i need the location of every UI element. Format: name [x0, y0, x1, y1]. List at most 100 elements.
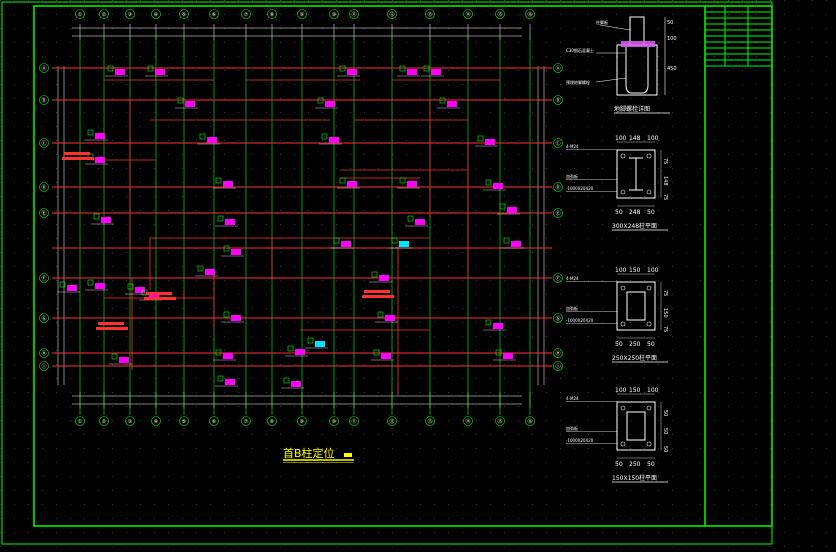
axis-bubble-label: ⑬ — [427, 418, 432, 425]
axis-bubble: ⑤ — [179, 416, 189, 426]
callout-text: -1000X20X20 — [566, 318, 594, 323]
bolt-hole — [646, 189, 652, 195]
axis-bubble-circle — [387, 416, 397, 426]
dim-text-top: 148 — [629, 135, 641, 142]
axis-bubble-circle — [495, 416, 505, 426]
dim-text-top: 100 — [615, 135, 627, 142]
axis-bubble: Ⓘ — [553, 361, 563, 371]
axis-bubble-circle — [125, 9, 135, 19]
note-mark — [146, 292, 172, 295]
column-section — [177, 97, 184, 104]
grid-axes-horizontal — [52, 67, 552, 367]
column-section — [217, 215, 224, 222]
column-box — [626, 411, 646, 441]
column-tag — [347, 181, 357, 187]
axis-bubble-circle — [39, 138, 49, 148]
axis-bubble: ① — [75, 9, 85, 19]
axis-bubble-circle — [553, 313, 563, 323]
axis-bubble-label: ⑭ — [465, 11, 470, 18]
axis-bubble-label: ⑭ — [465, 418, 470, 425]
axis-bubble: Ⓑ — [39, 95, 49, 105]
axis-bubble: Ⓘ — [39, 361, 49, 371]
axis-bubble: ⑮ — [495, 416, 505, 426]
column-section — [373, 349, 380, 356]
axis-bubble-label: Ⓑ — [41, 97, 46, 104]
dim-text-bottom: 248 — [629, 209, 641, 216]
column-tag — [415, 219, 425, 225]
axis-bubble-label: Ⓖ — [41, 315, 46, 322]
dim-text-bottom: 250 — [629, 341, 641, 348]
plan-title: 首B柱定位 — [283, 446, 335, 460]
axis-bubble-circle — [39, 63, 49, 73]
column-section — [215, 349, 222, 356]
dim-text-side: 50 — [662, 428, 668, 434]
column-marker — [369, 271, 392, 283]
axis-bubble-circle — [39, 273, 49, 283]
axis-bubble: ⑪ — [349, 9, 359, 19]
column-marker — [213, 349, 236, 361]
axis-bubble: Ⓕ — [39, 273, 49, 283]
axis-bubble-circle — [39, 348, 49, 358]
detail1-title: 地脚螺栓详图 — [614, 105, 650, 113]
axis-bubble-circle — [553, 273, 563, 283]
svg-text:C30细石混凝土: C30细石混凝土 — [566, 47, 594, 53]
column-marker — [105, 65, 128, 77]
axis-bubble: ⑫ — [387, 9, 397, 19]
axis-bubble: Ⓔ — [39, 208, 49, 218]
column-section — [287, 345, 294, 352]
axis-bubble: Ⓓ — [39, 182, 49, 192]
axis-bubble-circle — [179, 416, 189, 426]
bolt-hole — [646, 321, 652, 327]
axis-bubble-label: ⑤ — [182, 419, 186, 425]
axis-bubble: ⑭ — [463, 416, 473, 426]
plate-detail-title: 150X150柱平面 — [612, 474, 657, 482]
plan-title-scale-mark — [344, 453, 352, 457]
bolt-hole — [646, 285, 652, 291]
axis-bubble-circle — [39, 208, 49, 218]
axis-bubble-label: ⑮ — [497, 418, 502, 425]
column-section — [399, 177, 406, 184]
dim-text-side: 75 — [662, 326, 668, 332]
axis-bubble: Ⓒ — [39, 138, 49, 148]
column-section — [317, 97, 324, 104]
axis-bubble-circle — [39, 182, 49, 192]
bolt-hole — [620, 189, 626, 195]
axis-bubble-circle — [553, 208, 563, 218]
note-mark — [96, 327, 128, 330]
axis-bubble-circle — [99, 9, 109, 19]
detail-anchor-bolt: 柱脚板 C30细石混凝土 预埋地脚螺栓 50 100 450 地脚螺栓详图 — [566, 16, 677, 114]
dim-text-side: 75 — [662, 194, 668, 200]
axis-bubble-label: ④ — [154, 419, 159, 425]
axis-bubble: Ⓕ — [553, 273, 563, 283]
column-tag — [485, 139, 495, 145]
column-section — [407, 215, 414, 222]
axis-bubble-circle — [525, 416, 535, 426]
dim-text-top: 100 — [647, 267, 659, 274]
column-tag — [119, 357, 129, 363]
axis-bubble-circle — [39, 361, 49, 371]
axis-bubble-label: ⑧ — [270, 419, 275, 425]
axis-bubble-circle — [553, 348, 563, 358]
column-tag — [507, 207, 517, 213]
axis-bubble: Ⓔ — [553, 208, 563, 218]
dimension-lines — [57, 24, 545, 408]
column-tag — [407, 181, 417, 187]
callout-text: -1000X20X20 — [566, 438, 594, 443]
column-tag — [149, 293, 159, 299]
beam-lines — [104, 79, 500, 395]
column-tag — [385, 315, 395, 321]
axis-bubble-circle — [463, 416, 473, 426]
dim-text-top: 150 — [629, 387, 641, 394]
column-section — [339, 65, 346, 72]
column-tag — [225, 379, 235, 385]
axis-bubble: ⑧ — [267, 9, 277, 19]
column-section — [333, 237, 340, 244]
column-marker — [285, 345, 308, 357]
column-tag — [503, 353, 513, 359]
axis-bubble-circle — [553, 63, 563, 73]
dim-text-top: 100 — [647, 135, 659, 142]
